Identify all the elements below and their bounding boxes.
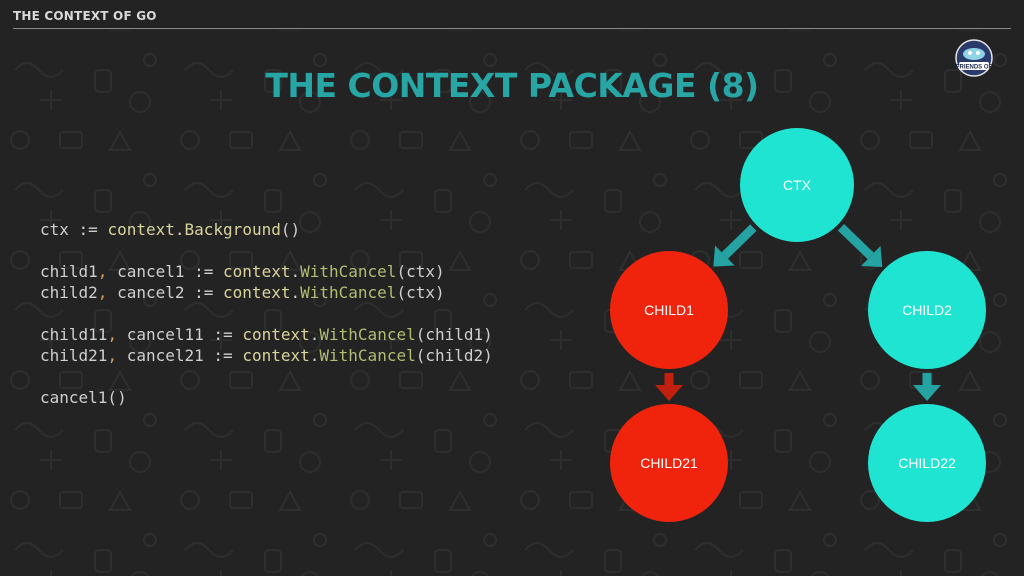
code-token: child2 xyxy=(40,283,98,302)
code-token: context xyxy=(242,346,310,365)
code-token: WithCancel xyxy=(319,325,416,344)
code-token: (child1) xyxy=(415,325,493,344)
node-circle xyxy=(868,404,986,522)
node-child22: CHILD22 xyxy=(868,404,986,522)
code-token: WithCancel xyxy=(300,283,397,302)
edge-child1-to-child21 xyxy=(655,373,683,401)
code-token: , xyxy=(107,325,118,344)
node-child2: CHILD2 xyxy=(868,251,986,369)
code-line: child21, cancel21 := context.WithCancel(… xyxy=(40,345,493,366)
code-token: (ctx) xyxy=(396,283,445,302)
code-token: (ctx) xyxy=(396,262,445,281)
code-token: ctx := xyxy=(40,220,108,239)
code-token: cancel1() xyxy=(40,388,127,407)
slide-title: THE CONTEXT PACKAGE (8) xyxy=(265,66,759,105)
code-token: cancel1 := xyxy=(107,262,224,281)
node-circle xyxy=(610,404,728,522)
node-label: CTX xyxy=(783,177,812,193)
node-label: CHILD2 xyxy=(902,302,952,318)
code-token: context xyxy=(223,283,291,302)
code-token: cancel11 := xyxy=(117,325,243,344)
edge-child2-to-child22 xyxy=(913,373,941,401)
code-token: , xyxy=(107,346,118,365)
code-token: child1 xyxy=(40,262,98,281)
friends-of-go-logo: FRIENDS OF xyxy=(955,39,993,77)
edge-ctx-to-child2 xyxy=(837,224,883,268)
code-token: . xyxy=(290,262,301,281)
node-label: CHILD21 xyxy=(640,455,698,471)
code-token: cancel2 := xyxy=(107,283,224,302)
node-child1: CHILD1 xyxy=(610,251,728,369)
code-token: , xyxy=(97,262,108,281)
node-circle xyxy=(740,128,854,242)
code-token: . xyxy=(309,346,320,365)
code-token: () xyxy=(280,220,301,239)
code-line: child11, cancel11 := context.WithCancel(… xyxy=(40,324,493,345)
code-block: ctx := context.Background()child1, cance… xyxy=(40,219,493,408)
code-token: cancel21 := xyxy=(117,346,243,365)
node-child21: CHILD21 xyxy=(610,404,728,522)
node-ctx: CTX xyxy=(740,128,854,242)
header-divider xyxy=(13,28,1011,29)
node-label: CHILD22 xyxy=(898,455,956,471)
node-circle xyxy=(868,251,986,369)
section-header-label: THE CONTEXT OF GO xyxy=(13,9,157,23)
code-token: child21 xyxy=(40,346,108,365)
code-token: WithCancel xyxy=(319,346,416,365)
code-line: child1, cancel1 := context.WithCancel(ct… xyxy=(40,261,493,282)
code-token: child11 xyxy=(40,325,108,344)
node-circle xyxy=(610,251,728,369)
code-token: Background xyxy=(184,220,281,239)
code-line: cancel1() xyxy=(40,387,493,408)
code-token: . xyxy=(309,325,320,344)
code-line: ctx := context.Background() xyxy=(40,219,493,240)
logo-text: FRIENDS OF xyxy=(956,65,993,71)
code-token: . xyxy=(290,283,301,302)
code-line: child2, cancel2 := context.WithCancel(ct… xyxy=(40,282,493,303)
node-label: CHILD1 xyxy=(644,302,694,318)
edge-ctx-to-child1 xyxy=(713,224,757,267)
code-token: context xyxy=(223,262,291,281)
code-token: . xyxy=(174,220,185,239)
code-token: , xyxy=(97,283,108,302)
code-token: context xyxy=(107,220,175,239)
code-token: context xyxy=(242,325,310,344)
code-token: WithCancel xyxy=(300,262,397,281)
code-token: (child2) xyxy=(415,346,493,365)
